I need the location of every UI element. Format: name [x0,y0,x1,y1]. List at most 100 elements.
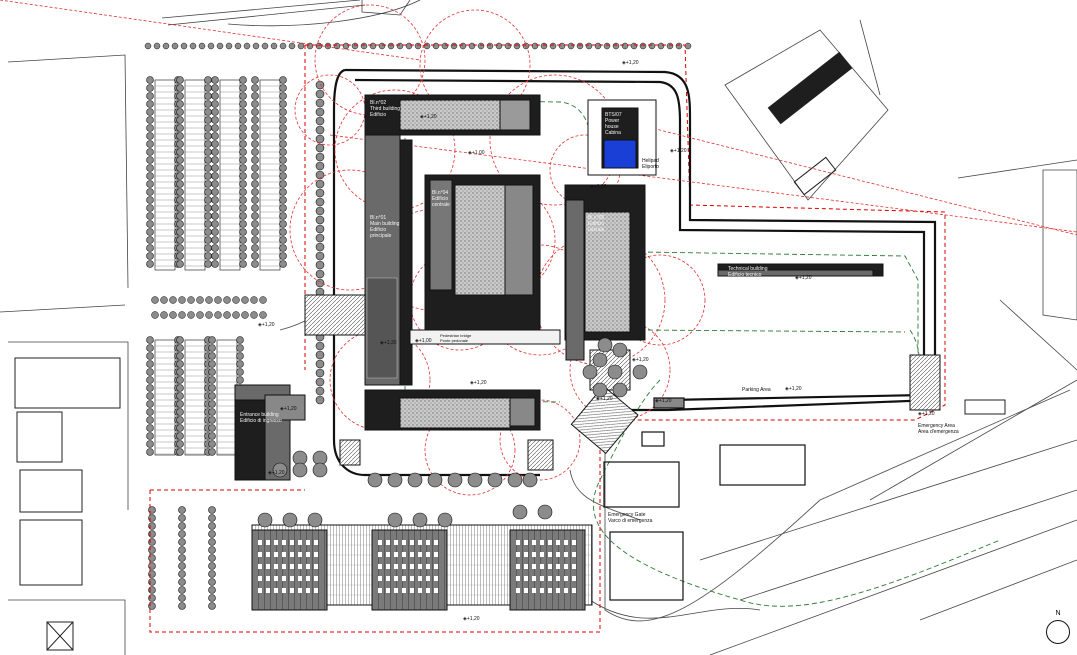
window [298,540,302,545]
elevation-tree-right: +1,20 [268,470,285,476]
tree [239,108,247,116]
tree [507,472,523,488]
window [306,540,310,545]
tree [211,236,219,244]
tree [211,156,219,164]
window [556,564,560,569]
window [532,588,536,593]
tree [151,296,159,304]
tree [208,578,216,586]
tree [208,514,216,522]
tree [211,252,219,260]
tree [259,311,267,319]
window [434,576,438,581]
campus-trees [257,337,648,528]
tree [315,197,325,207]
window [564,564,568,569]
window [540,564,544,569]
tree [537,504,553,520]
window [516,540,520,545]
window [516,576,520,581]
window [282,564,286,569]
tree [250,296,258,304]
window [434,564,438,569]
tree [146,196,154,204]
tree [241,311,249,319]
tree [251,172,259,180]
tree [204,196,212,204]
tree [176,132,184,140]
tree [176,84,184,92]
tree [146,236,154,244]
tree [251,76,259,84]
tree [208,336,216,344]
elevation-mid-right: +1,20 [632,357,649,363]
tree [187,311,195,319]
window [402,576,406,581]
tree [146,360,154,368]
tree [239,228,247,236]
tree [211,108,219,116]
window [314,564,318,569]
tree [204,260,212,268]
window [386,552,390,557]
window [394,588,398,593]
window [266,588,270,593]
tree [387,42,395,50]
tree [239,244,247,252]
tree [241,296,249,304]
window [532,564,536,569]
elevation-center-plaza: +1,00 [415,338,432,344]
tree [312,462,328,478]
tree [279,148,287,156]
tree [223,296,231,304]
tree [151,311,159,319]
tree [239,124,247,132]
tree [239,84,247,92]
tree [176,440,184,448]
tree [146,220,154,228]
window [410,564,414,569]
tree [279,132,287,140]
elevation-parking-center: +1,20 [785,386,802,392]
window [258,576,262,581]
tree [367,472,383,488]
tree [208,440,216,448]
tree [176,360,184,368]
tree [504,42,512,50]
tree [178,594,186,602]
tree [225,42,233,50]
elevation-entry: +1,20 [590,184,607,190]
tree [176,204,184,212]
elevation-center-left: +1,20 [258,322,275,328]
tree [594,42,602,50]
tree [621,42,629,50]
window [564,588,568,593]
tree [648,42,656,50]
window [258,540,262,545]
window [394,564,398,569]
window [274,576,278,581]
tree [279,212,287,220]
tree [405,42,413,50]
window [572,564,576,569]
tree [176,172,184,180]
window [298,564,302,569]
window [540,552,544,557]
tree [315,152,325,162]
window [298,552,302,557]
tree [208,344,216,352]
tree [176,140,184,148]
window [394,576,398,581]
window [532,540,536,545]
tree [204,164,212,172]
tree [279,236,287,244]
tree [279,76,287,84]
